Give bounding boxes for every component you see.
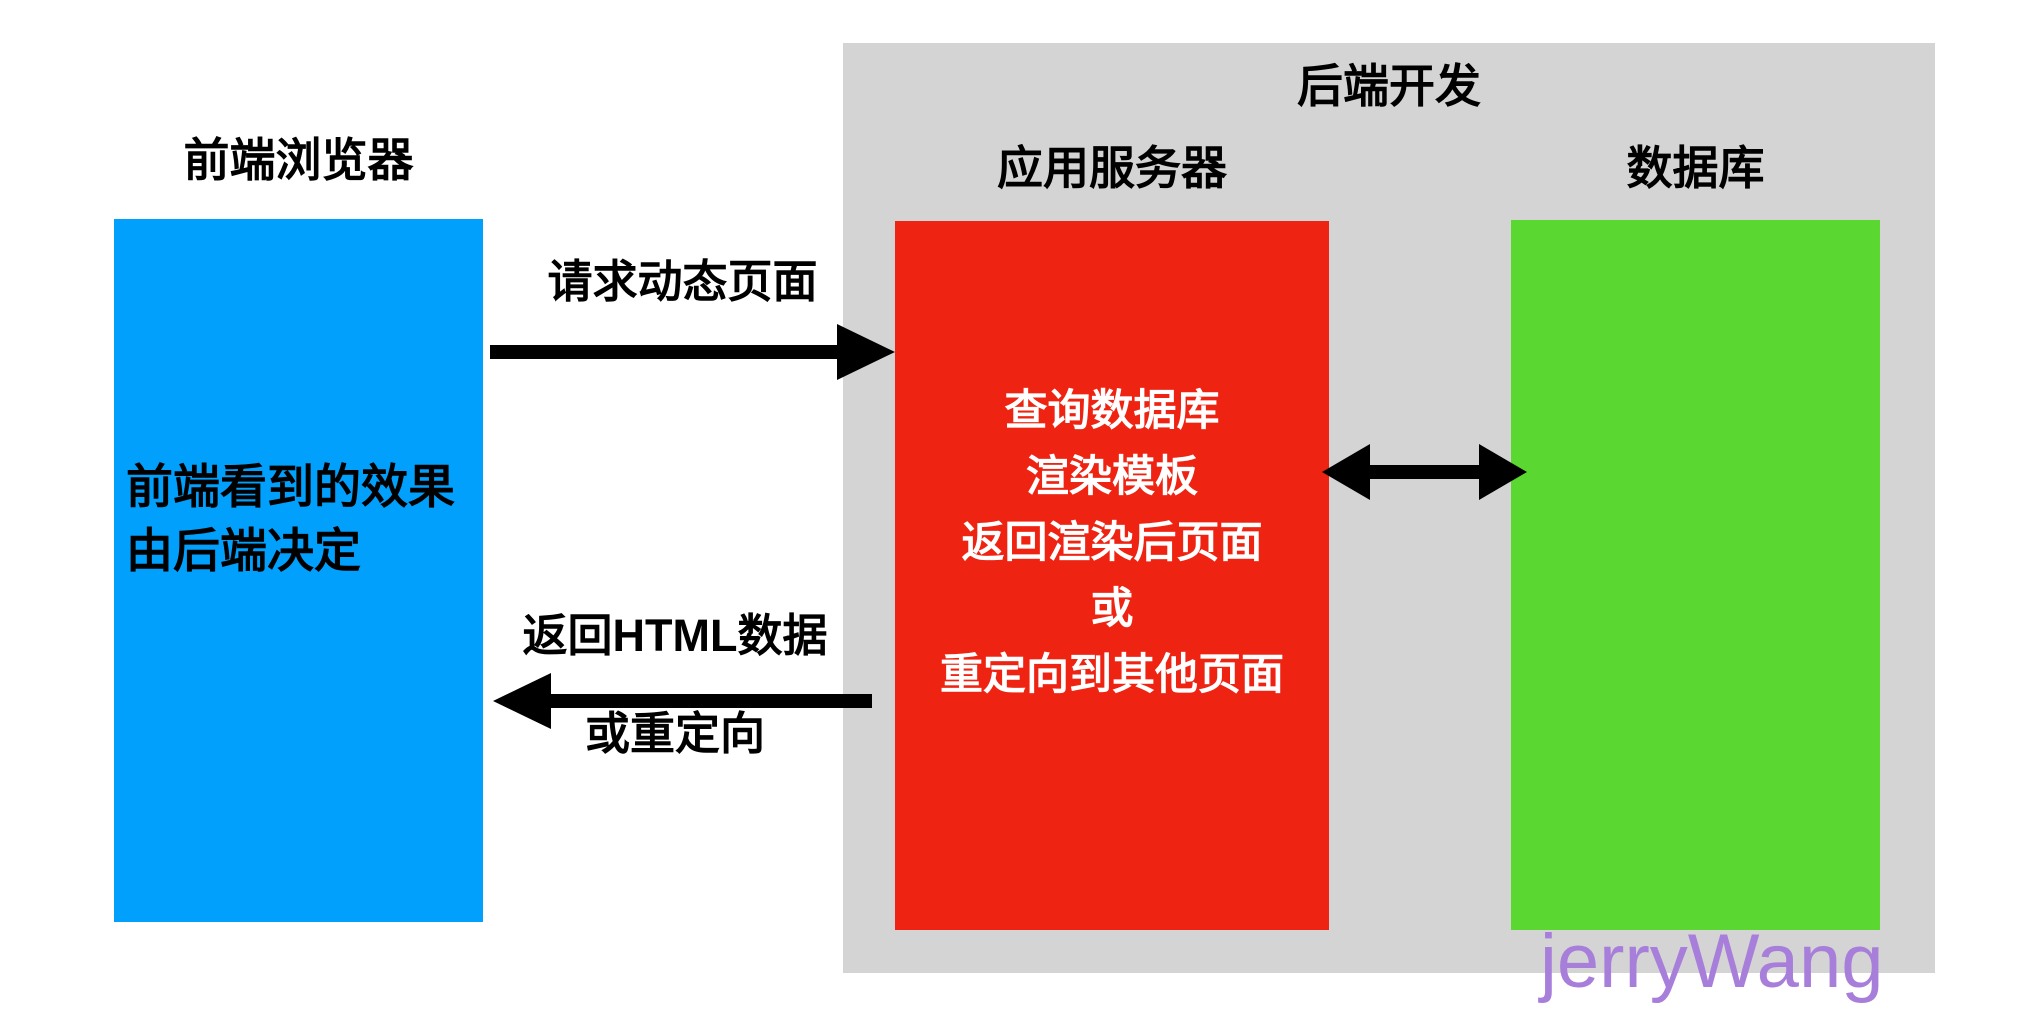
- app-server-text-line5: 重定向到其他页面: [940, 651, 1284, 699]
- db-arrow-shaft: [1366, 465, 1483, 479]
- app-server-box-text: 查询数据库 渲染模板 返回渲染后页面 或 重定向到其他页面: [895, 378, 1329, 708]
- frontend-box-text-line1: 前端看到的效果: [126, 460, 455, 513]
- app-server-text-line3: 返回渲染后页面: [961, 519, 1263, 567]
- app-server-title: 应用服务器: [997, 142, 1227, 194]
- frontend-title: 前端浏览器: [183, 134, 414, 186]
- request-arrow-shaft: [490, 345, 840, 359]
- app-server-text-line2: 渲染模板: [1026, 453, 1198, 501]
- db-arrowhead-right: [1479, 444, 1527, 500]
- database-box: [1511, 220, 1880, 930]
- response-arrow-icon: [493, 673, 872, 729]
- backend-title: 后端开发: [1297, 60, 1481, 112]
- app-server-text-line1: 查询数据库: [1004, 387, 1220, 435]
- watermark-text: jerryWang: [1540, 919, 1884, 1004]
- db-arrowhead-left: [1322, 444, 1370, 500]
- request-arrow-label: 请求动态页面: [547, 256, 818, 307]
- frontend-browser-box: 前端看到的效果 由后端决定: [114, 219, 483, 922]
- response-arrow-label-top: 返回HTML数据: [522, 610, 828, 661]
- response-arrow-shaft: [547, 694, 872, 708]
- app-server-box: 查询数据库 渲染模板 返回渲染后页面 或 重定向到其他页面: [895, 221, 1329, 930]
- app-server-text-line4: 或: [1090, 585, 1134, 633]
- db-double-arrow-icon: [1322, 444, 1527, 500]
- frontend-box-text-line2: 由后端决定: [126, 524, 361, 577]
- response-arrowhead-left: [493, 673, 551, 729]
- request-arrow-icon: [490, 324, 895, 380]
- response-arrow-label-bottom: 或重定向: [584, 708, 765, 759]
- request-arrowhead-right: [837, 324, 895, 380]
- database-title: 数据库: [1626, 142, 1765, 194]
- frontend-box-text: 前端看到的效果 由后端决定: [126, 455, 476, 583]
